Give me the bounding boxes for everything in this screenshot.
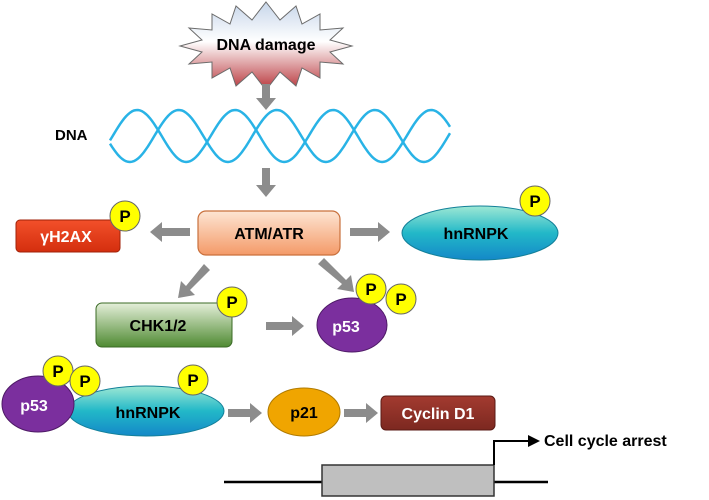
p53-middle-ellipse	[316, 297, 388, 353]
phospho-hnrnpk-bottom-label: P	[187, 371, 198, 390]
dna-helix	[108, 108, 452, 164]
gamma-h2ax-label: γH2AX	[40, 229, 92, 246]
p53-bottom-label: p53	[20, 398, 48, 415]
phospho-p53-bottom-b	[69, 365, 101, 397]
hnrnpk-bottom-label: hnRNPK	[116, 405, 181, 422]
arrow-p21-to-cyclin	[344, 403, 378, 423]
arrow-atm-to-hnrnpk	[350, 222, 390, 242]
phospho-p53-bottom-b-label: P	[79, 372, 90, 391]
phospho-chk-label: P	[226, 293, 237, 312]
arrow-chk-to-p53	[266, 316, 304, 336]
transcription-start-arrow	[493, 440, 530, 465]
dna-strand-a	[108, 108, 452, 164]
phospho-p53-bottom-a	[42, 355, 74, 387]
chk-box	[95, 302, 233, 348]
phospho-p53-mid-b	[385, 283, 417, 315]
arrow-atm-to-chk	[178, 264, 210, 298]
dna-strand-b	[108, 108, 452, 164]
phospho-hnrnpk-top	[519, 185, 551, 217]
gene-locus: Cell cycle arrest	[224, 433, 667, 497]
arrows	[150, 84, 390, 423]
hnrnpk-top-node: hnRNPK P	[401, 185, 559, 261]
chk-node: CHK1/2 P	[95, 286, 248, 348]
p21-node: p21	[267, 387, 341, 437]
p21-label: p21	[290, 405, 318, 422]
atm-atr-box	[197, 210, 341, 256]
phospho-p53-mid-a	[355, 273, 387, 305]
phospho-p53-mid-a-label: P	[365, 280, 376, 299]
phospho-h2ax-label: P	[119, 207, 130, 226]
hnrnpk-top-ellipse	[401, 205, 559, 261]
p53-middle-node: p53 P P	[316, 273, 417, 353]
cyclin-d1-label: Cyclin D1	[402, 406, 475, 423]
phospho-p53-mid-b-label: P	[395, 290, 406, 309]
phospho-hnrnpk-bottom	[177, 364, 209, 396]
chk-label: CHK1/2	[130, 318, 187, 335]
phospho-hnrnpk-top-label: P	[529, 192, 540, 211]
cell-cycle-arrest-label: Cell cycle arrest	[544, 433, 667, 450]
hnrnpk-bottom-node: hnRNPK P	[67, 364, 225, 437]
transcription-arrowhead	[528, 435, 540, 447]
dna-label: DNA	[55, 127, 88, 144]
arrow-atm-to-h2ax	[150, 222, 190, 242]
arrow-atm-to-p53	[318, 258, 354, 292]
dna-damage-starburst: DNA damage	[178, 1, 354, 91]
p21-ellipse	[267, 387, 341, 437]
dna-damage-label: DNA damage	[217, 37, 316, 54]
cyclin-d1-box	[380, 395, 496, 431]
atm-atr-label: ATM/ATR	[234, 226, 304, 243]
p53-bottom-ellipse	[1, 375, 75, 433]
gamma-h2ax-box	[15, 219, 121, 253]
cyclin-d1-node: Cyclin D1	[380, 395, 496, 431]
hnrnpk-top-label: hnRNPK	[444, 226, 509, 243]
phospho-chk	[216, 286, 248, 318]
gene-box	[321, 464, 495, 497]
p53-bottom-node: p53 P P	[1, 355, 101, 433]
phospho-p53-bottom-a-label: P	[52, 362, 63, 381]
atm-atr-node: ATM/ATR	[197, 210, 341, 256]
phospho-h2ax	[109, 200, 141, 232]
arrow-damage-to-dna	[256, 84, 276, 110]
arrow-dna-to-atm	[256, 168, 276, 197]
gamma-h2ax-node: γH2AX P	[15, 200, 141, 253]
arrow-hnrnpk-to-p21	[228, 403, 262, 423]
p53-middle-label: p53	[332, 319, 360, 336]
